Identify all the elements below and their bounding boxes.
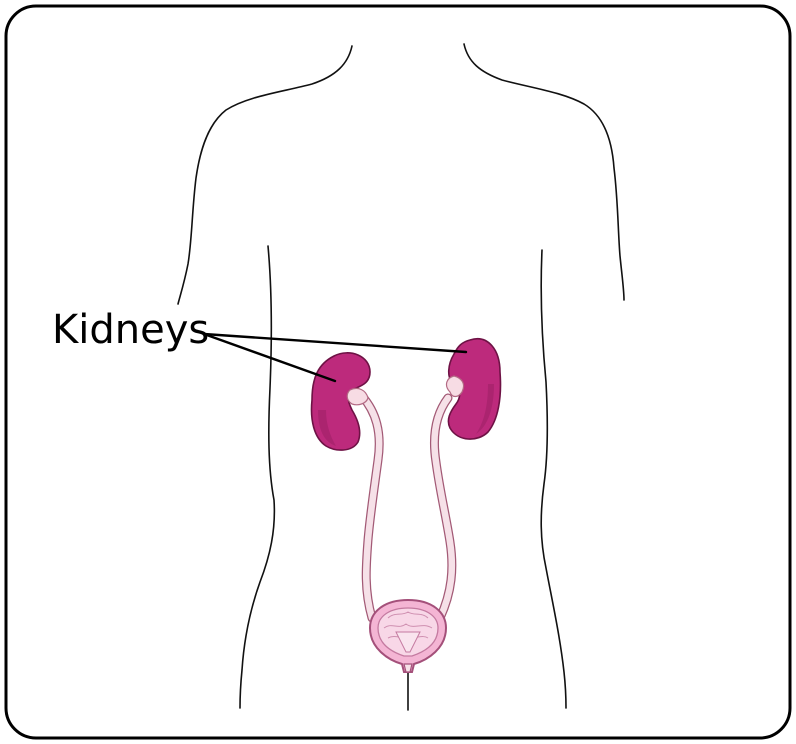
kidneys-label: Kidneys bbox=[52, 307, 209, 353]
right-kidney bbox=[447, 339, 501, 439]
urethra bbox=[404, 664, 412, 672]
